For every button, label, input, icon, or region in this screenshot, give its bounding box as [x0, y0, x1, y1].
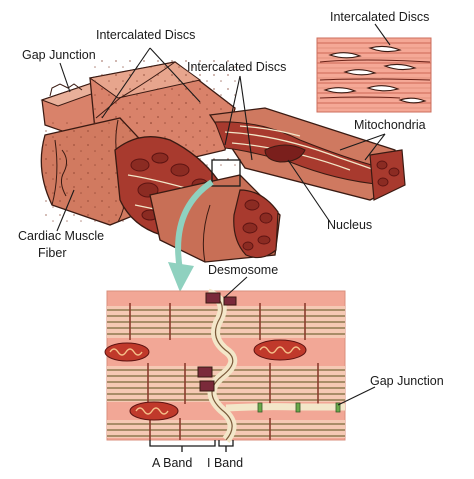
label-cardiac-muscle-line2: Fiber [38, 246, 67, 260]
nucleus-shape [264, 144, 306, 163]
sarcomere-panel [104, 288, 346, 452]
label-nucleus: Nucleus [327, 218, 373, 232]
zoom-box [211, 159, 241, 187]
fiber-illustration [40, 60, 406, 263]
label-a-band: A Band [152, 456, 193, 470]
label-cardiac-muscle-line1: Cardiac Muscle [18, 229, 105, 243]
leader-lines [56, 23, 391, 406]
label-gap-junction-bottom: Gap Junction [370, 374, 444, 388]
label-desmosome: Desmosome [208, 263, 279, 277]
label-i-band: I Band [207, 456, 244, 470]
label-intercalated-discs-top: Intercalated Discs [96, 28, 196, 42]
mitochondria-shapes [104, 339, 307, 421]
band-brackets [149, 440, 234, 452]
desmosome-shape [197, 292, 237, 392]
label-mitochondria: Mitochondria [354, 118, 426, 132]
inset-intercalated [316, 37, 432, 113]
zoom-arrow [168, 179, 214, 292]
label-intercalated-discs-inset: Intercalated Discs [330, 10, 430, 24]
label-intercalated-discs-mid: Intercalated Discs [187, 60, 287, 74]
label-gap-junction-top: Gap Junction [22, 48, 96, 62]
cut-face-bottom [233, 189, 279, 259]
